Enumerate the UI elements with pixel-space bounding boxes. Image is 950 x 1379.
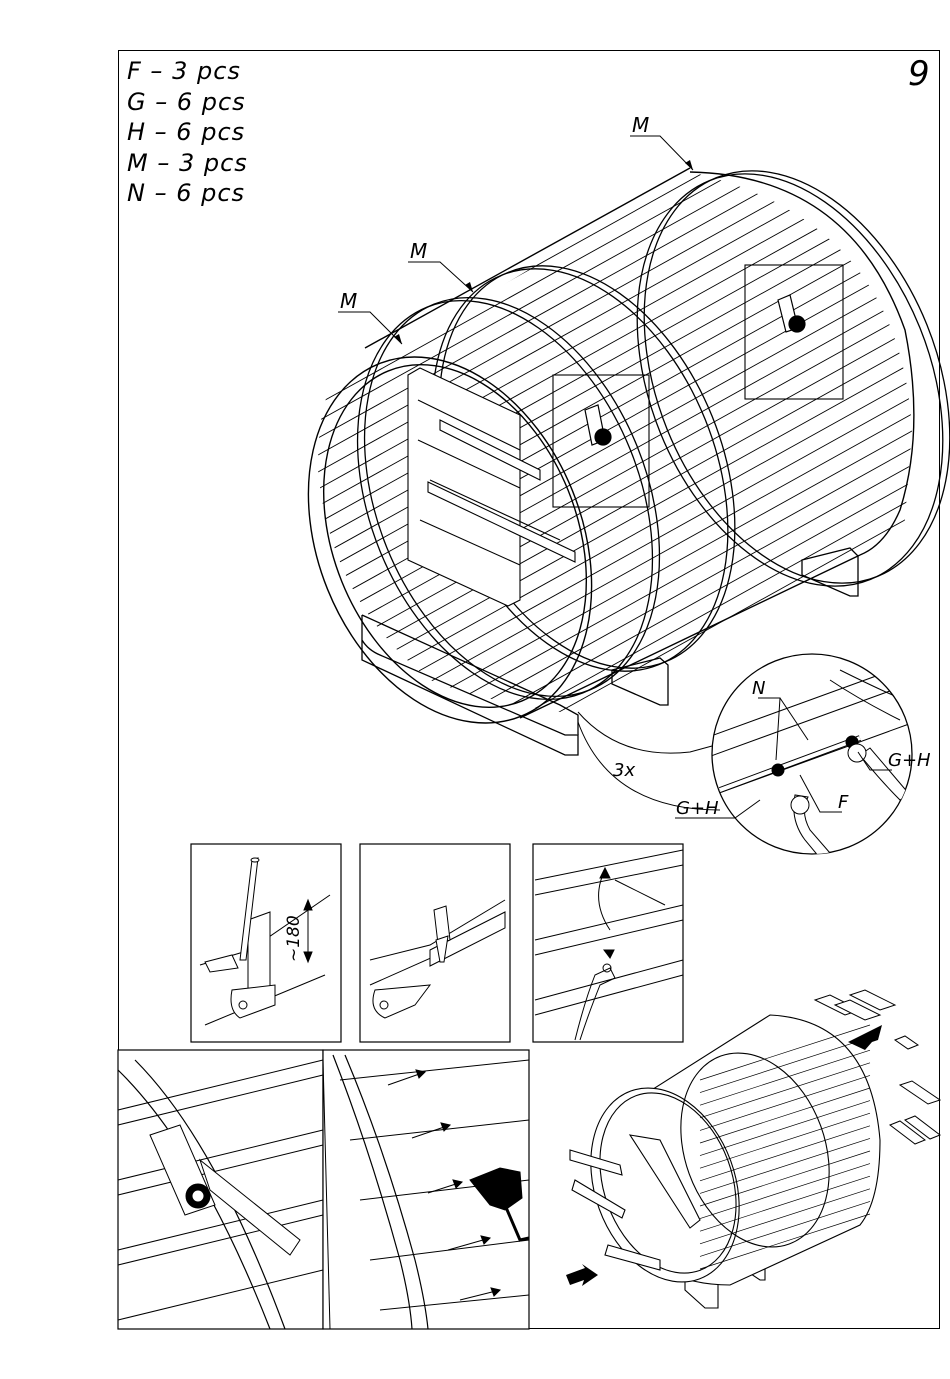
- stave-line: [300, 98, 930, 448]
- stave-line: [300, 183, 930, 533]
- barrel-overview-drawing: [565, 1015, 880, 1308]
- label-m-middle: M: [410, 239, 427, 263]
- label-dimension-180: ~180: [284, 915, 304, 962]
- label-n: N: [752, 678, 765, 699]
- inner-frame: [408, 368, 575, 606]
- callout-m: [338, 136, 693, 344]
- stave-line: [300, 302, 930, 652]
- stave-line: [300, 251, 930, 601]
- label-m-front: M: [340, 289, 357, 313]
- stave-line: [300, 81, 930, 431]
- arrow-insert-icon: [848, 1025, 882, 1050]
- stave-line: [300, 64, 930, 414]
- stave-line: [300, 30, 930, 380]
- ratchet-buckle-1: [585, 405, 611, 445]
- stave-line: [300, 336, 930, 686]
- stave-line: [300, 217, 930, 567]
- label-gh-right: G+H: [888, 750, 931, 771]
- arrow-exit-icon: [566, 1264, 598, 1286]
- stave-line: [300, 234, 930, 584]
- tension-bands: [302, 125, 950, 743]
- label-f: F: [838, 792, 849, 813]
- stave-line: [300, 166, 930, 516]
- label-gh-left: G+H: [676, 798, 719, 819]
- stave-line: [300, 132, 930, 482]
- stave-line: [300, 353, 930, 703]
- label-m-top: M: [632, 113, 649, 137]
- label-3x: 3x: [613, 760, 635, 781]
- ratchet-buckle-2: [778, 295, 805, 332]
- stave-line: [300, 319, 930, 669]
